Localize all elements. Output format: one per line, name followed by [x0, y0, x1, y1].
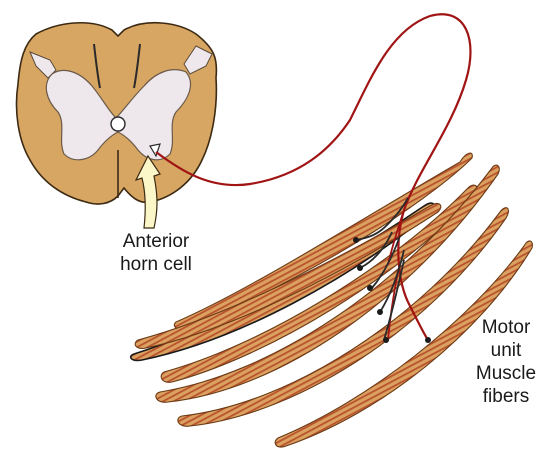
- anterior-horn-label-line2: horn cell: [106, 253, 206, 276]
- anterior-horn-cell-label: Anterior horn cell: [106, 230, 206, 276]
- anterior-horn-label-line1: Anterior: [106, 230, 206, 253]
- motor-unit-label-line3: Muscle: [470, 362, 542, 385]
- spinal-cord-outline: [17, 23, 217, 204]
- motor-unit-label: Motor unit Muscle fibers: [470, 316, 542, 408]
- neuromuscular-junction: [425, 337, 431, 343]
- motor-unit-label-line2: unit: [470, 339, 542, 362]
- motor-unit-label-line4: fibers: [470, 385, 542, 408]
- neuromuscular-junction: [353, 237, 359, 243]
- neuromuscular-junction: [377, 309, 383, 315]
- motor-unit-label-line1: Motor: [470, 316, 542, 339]
- neuromuscular-junction: [383, 337, 389, 343]
- central-canal: [111, 117, 125, 131]
- spinal-cord-cross-section: [17, 23, 217, 228]
- neuromuscular-junction: [367, 285, 373, 291]
- neuromuscular-junction: [357, 265, 363, 271]
